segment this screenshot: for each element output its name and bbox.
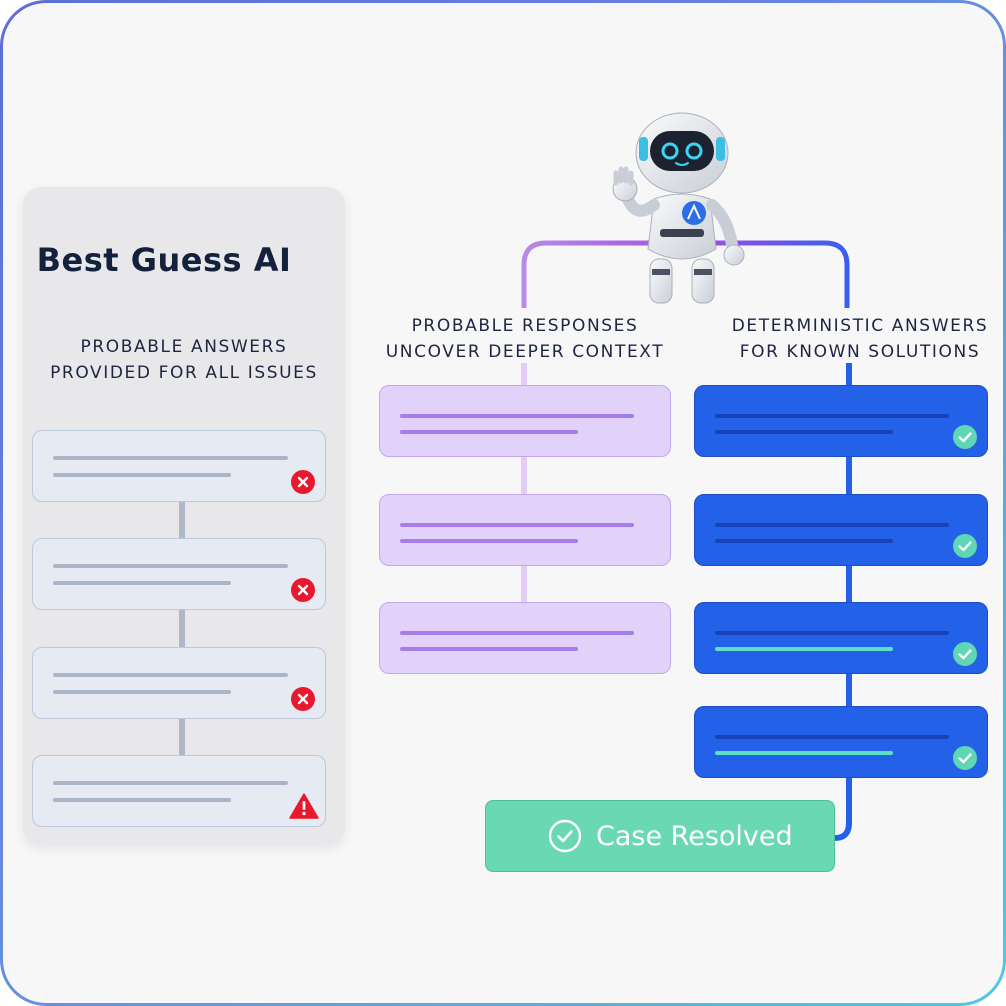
- answer-card: [32, 647, 326, 719]
- middle-caption: PROBABLE RESPONSES UNCOVER DEEPER CONTEX…: [379, 313, 671, 365]
- solution-card: [694, 602, 988, 674]
- response-card: [379, 494, 671, 566]
- solution-card: [694, 706, 988, 778]
- left-caption: PROBABLE ANSWERS PROVIDED FOR ALL ISSUES: [23, 334, 345, 386]
- answer-card: [32, 755, 326, 827]
- x-error-icon: [291, 470, 315, 494]
- text-line: [53, 564, 288, 568]
- check-icon: [953, 746, 977, 770]
- text-line: [53, 690, 231, 694]
- right-caption: DETERMINISTIC ANSWERS FOR KNOWN SOLUTION…: [715, 313, 1003, 365]
- answer-card: [32, 430, 326, 502]
- x-error-icon: [291, 687, 315, 711]
- left-connector: [179, 500, 185, 540]
- check-icon: [953, 642, 977, 666]
- text-line: [53, 456, 288, 460]
- right-caption-line-1: DETERMINISTIC ANSWERS: [731, 316, 989, 336]
- warning-icon: [289, 793, 319, 819]
- text-line: [53, 798, 231, 802]
- text-line: [53, 581, 231, 585]
- text-line: [53, 673, 288, 677]
- answer-card: [32, 538, 326, 610]
- left-connector: [179, 608, 185, 648]
- middle-caption-line-1: PROBABLE RESPONSES: [411, 316, 639, 336]
- text-line: [715, 735, 949, 739]
- check-icon: [953, 534, 977, 558]
- text-line: [400, 523, 634, 527]
- solution-card: [694, 385, 988, 457]
- text-line-highlight: [715, 647, 893, 651]
- text-line: [400, 430, 578, 434]
- text-line: [715, 539, 893, 543]
- left-connector: [179, 717, 185, 757]
- middle-caption-line-2: UNCOVER DEEPER CONTEXT: [385, 342, 665, 362]
- check-circle-icon: [548, 819, 582, 853]
- text-line: [715, 631, 949, 635]
- case-resolved-box: Case Resolved: [485, 800, 835, 872]
- text-line: [53, 473, 231, 477]
- text-line: [400, 539, 578, 543]
- right-caption-line-2: FOR KNOWN SOLUTIONS: [739, 342, 981, 362]
- robot-mascot-icon: [612, 112, 745, 304]
- left-caption-line-2: PROVIDED FOR ALL ISSUES: [50, 363, 318, 383]
- text-line: [400, 647, 578, 651]
- response-card: [379, 602, 671, 674]
- panel-title: Best Guess AI: [36, 241, 292, 279]
- solution-card: [694, 494, 988, 566]
- text-line: [715, 523, 949, 527]
- text-line: [53, 781, 288, 785]
- diagram-canvas: Best Guess AI PROBABLE ANSWERS PROVIDED …: [3, 3, 1003, 1003]
- left-caption-line-1: PROBABLE ANSWERS: [80, 337, 288, 357]
- case-resolved-label: Case Resolved: [596, 821, 793, 852]
- text-line: [400, 414, 634, 418]
- x-error-icon: [291, 578, 315, 602]
- text-line-highlight: [715, 751, 893, 755]
- bottom-pipe: [834, 793, 852, 841]
- text-line: [715, 430, 893, 434]
- response-card: [379, 385, 671, 457]
- check-icon: [953, 425, 977, 449]
- text-line: [400, 631, 634, 635]
- text-line: [715, 414, 949, 418]
